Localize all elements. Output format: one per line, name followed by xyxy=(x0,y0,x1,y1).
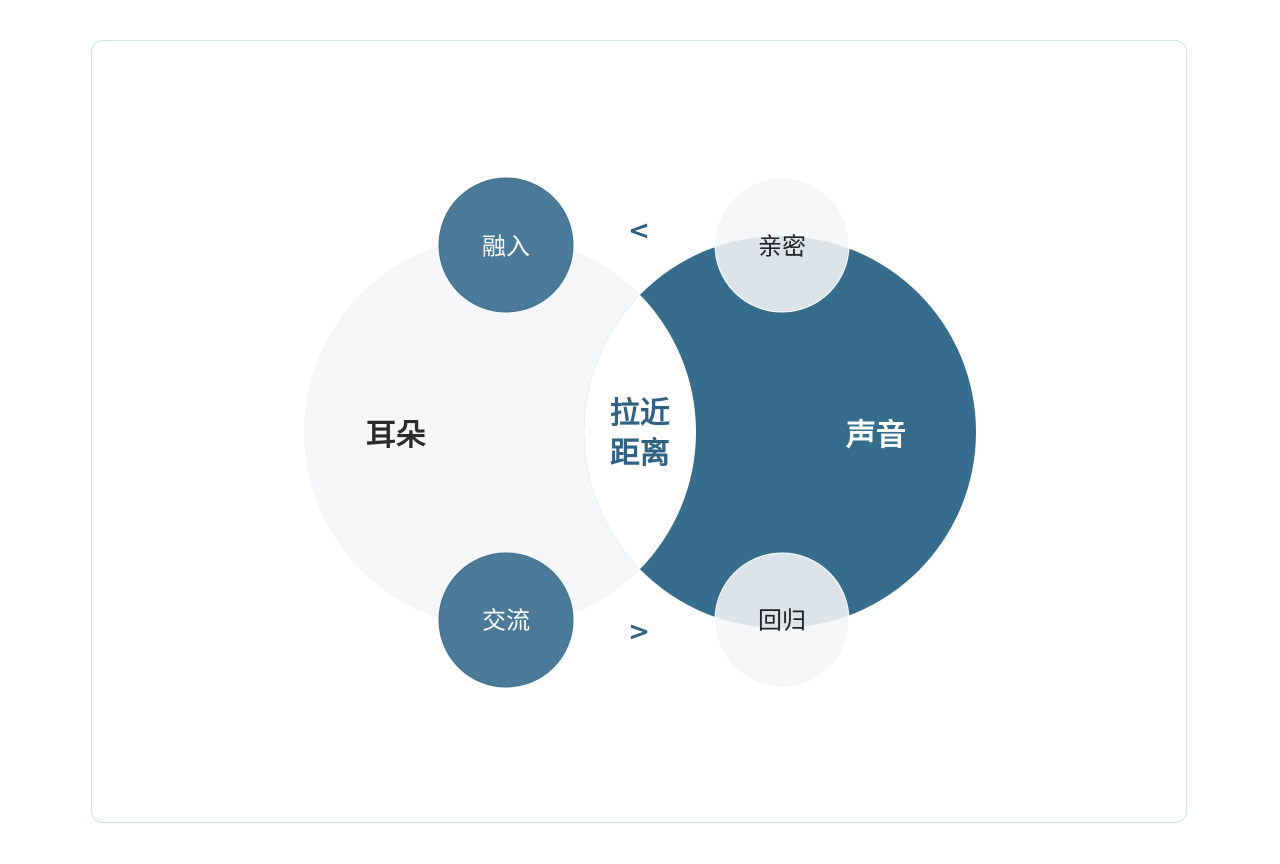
bottom-left-label: 交流 xyxy=(482,606,530,635)
left-label: 耳朵 xyxy=(366,418,426,453)
top-right-label: 亲密 xyxy=(758,232,806,261)
small-circle-top-left xyxy=(438,177,574,313)
right-label: 声音 xyxy=(846,418,906,453)
small-circle-bottom-right xyxy=(714,552,850,688)
center-label-line2: 距离 xyxy=(610,436,670,471)
bottom-right-label: 回归 xyxy=(758,606,806,635)
center-label-line1: 拉近 xyxy=(610,396,670,431)
top-left-label: 融入 xyxy=(482,232,530,261)
small-circle-top-right xyxy=(714,177,850,313)
arrow-left-icon: < xyxy=(628,216,650,246)
left-big-circle xyxy=(304,236,696,628)
small-circle-bottom-left xyxy=(438,552,574,688)
arrow-right-icon: > xyxy=(628,617,650,647)
right-big-circle xyxy=(584,236,976,628)
